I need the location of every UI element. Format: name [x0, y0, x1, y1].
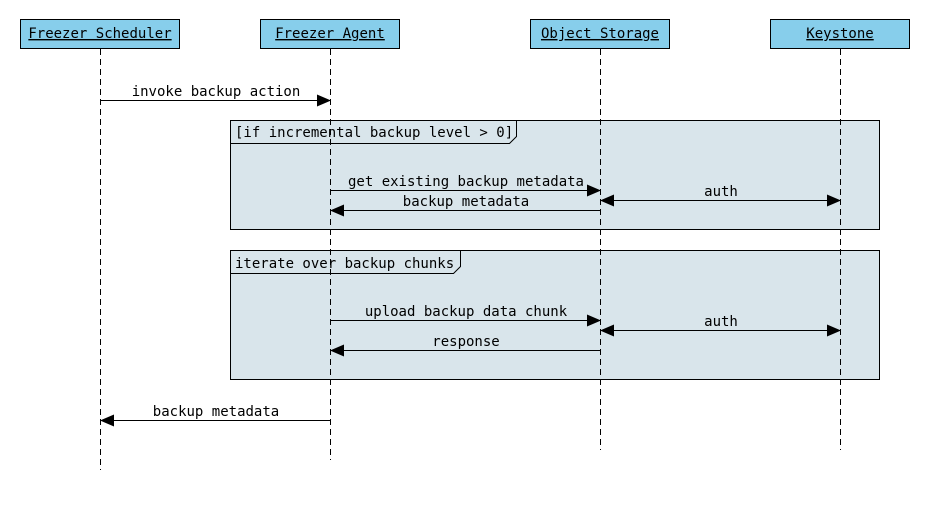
- message-label: upload backup data chunk: [365, 304, 568, 320]
- message-get-existing-backup-metadata: get existing backup metadata: [331, 174, 601, 197]
- message-label: auth: [704, 314, 738, 330]
- frame-iterate-tab: [230, 250, 461, 274]
- message-invoke-backup-action: invoke backup action: [101, 84, 331, 107]
- message-label: response: [432, 334, 499, 350]
- message-upload-backup-data-chunk: upload backup data chunk: [331, 304, 601, 327]
- participant-freezer-scheduler-label: Freezer Scheduler: [28, 26, 171, 42]
- frame-iterate-box: [230, 250, 880, 380]
- frame-incremental-tab: [230, 120, 517, 144]
- frame-iterate: iterate over backup chunks: [230, 250, 880, 380]
- message-backup-metadata-1: backup metadata: [330, 194, 600, 217]
- message-label: backup metadata: [153, 404, 279, 420]
- participant-keystone: Keystone: [770, 19, 910, 49]
- message-response: response: [330, 334, 600, 357]
- message-backup-metadata-2: backup metadata: [100, 404, 330, 427]
- message-label: get existing backup metadata: [348, 174, 584, 190]
- participant-keystone-label: Keystone: [806, 26, 873, 42]
- message-label: backup metadata: [403, 194, 529, 210]
- participant-object-storage: Object Storage: [530, 19, 670, 49]
- frame-incremental-label: [if incremental backup level > 0]: [235, 125, 513, 141]
- message-label: auth: [704, 184, 738, 200]
- participant-freezer-scheduler: Freezer Scheduler: [20, 19, 180, 49]
- participant-freezer-agent: Freezer Agent: [260, 19, 400, 49]
- participant-object-storage-label: Object Storage: [541, 26, 659, 42]
- message-auth-1: auth: [600, 184, 841, 207]
- frame-iterate-label: iterate over backup chunks: [235, 256, 454, 272]
- message-auth-2: auth: [600, 314, 841, 337]
- message-label: invoke backup action: [132, 84, 301, 100]
- participant-freezer-agent-label: Freezer Agent: [275, 26, 385, 42]
